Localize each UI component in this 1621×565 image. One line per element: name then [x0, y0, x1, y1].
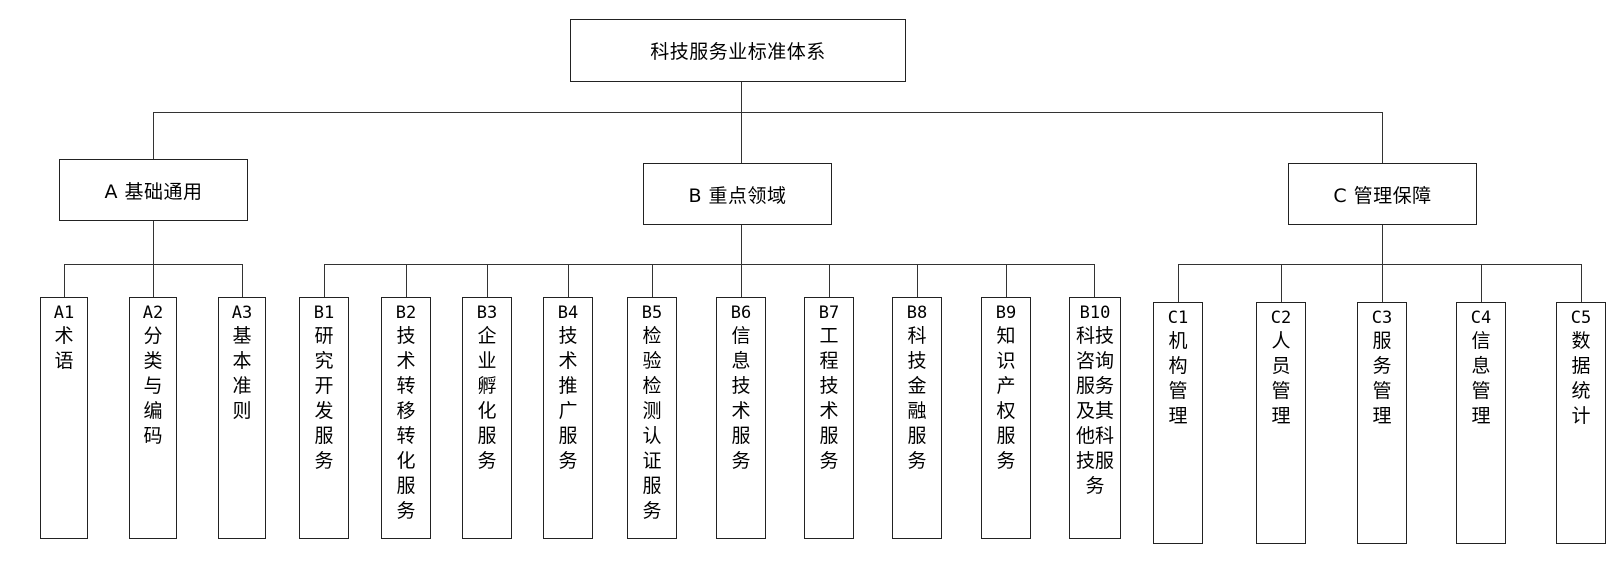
leaf-text: 工程技术服务	[819, 325, 839, 472]
leaf-node-c1: C1 机构管理	[1153, 302, 1203, 544]
leaf-text: 分类与编码	[143, 325, 163, 447]
leaf-code: C4	[1470, 308, 1492, 328]
leaf-node-c2: C2 人员管理	[1256, 302, 1306, 544]
leaf-code: B3	[476, 303, 498, 323]
leaf-node-b9: B9 知识产权服务	[981, 297, 1031, 539]
group-node-b: B 重点领域	[643, 163, 832, 225]
leaf-node-b7: B7 工程技术服务	[804, 297, 854, 539]
leaf-text: 数据统计	[1571, 330, 1591, 427]
leaf-code: C1	[1167, 308, 1189, 328]
leaf-text: 科技金融服务	[907, 325, 927, 472]
leaf-code: C2	[1270, 308, 1292, 328]
connector-line	[568, 264, 569, 297]
connector-line	[1581, 264, 1582, 302]
leaf-node-b4: B4 技术推广服务	[543, 297, 593, 539]
connector-line	[153, 112, 154, 159]
leaf-code: A1	[53, 303, 75, 323]
connector-line	[64, 264, 65, 297]
leaf-code: C5	[1570, 308, 1592, 328]
connector-line	[242, 264, 243, 297]
connector-line	[153, 112, 1383, 113]
leaf-text: 技术转移转化服务	[396, 325, 416, 522]
connector-line	[406, 264, 407, 297]
connector-line	[741, 264, 742, 297]
leaf-code: B10	[1079, 303, 1111, 323]
leaf-code: C3	[1371, 308, 1393, 328]
leaf-text: 研究开发服务	[314, 325, 334, 472]
leaf-code: B8	[906, 303, 928, 323]
leaf-text: 术语	[54, 325, 74, 372]
leaf-node-b1: B1 研究开发服务	[299, 297, 349, 539]
leaf-node-b3: B3 企业孵化服务	[462, 297, 512, 539]
leaf-text: 服务管理	[1372, 330, 1392, 427]
leaf-node-c4: C4 信息管理	[1456, 302, 1506, 544]
connector-line	[741, 225, 742, 264]
connector-line	[1481, 264, 1482, 302]
leaf-code: B9	[995, 303, 1017, 323]
leaf-code: B6	[730, 303, 752, 323]
connector-line	[1281, 264, 1282, 302]
leaf-code: A2	[142, 303, 164, 323]
leaf-text: 知识产权服务	[996, 325, 1016, 472]
leaf-text: 科技咨询服务及其他科技服务	[1075, 325, 1114, 497]
connector-line	[829, 264, 830, 297]
root-node: 科技服务业标准体系	[570, 19, 906, 82]
group-label: B 重点领域	[688, 184, 787, 207]
leaf-text: 技术推广服务	[558, 325, 578, 472]
leaf-code: B4	[557, 303, 579, 323]
connector-line	[1178, 264, 1582, 265]
connector-line	[324, 264, 325, 297]
leaf-text: 信息技术服务	[731, 325, 751, 472]
leaf-code: B2	[395, 303, 417, 323]
leaf-code: B1	[313, 303, 335, 323]
leaf-text: 机构管理	[1168, 330, 1188, 427]
group-node-c: C 管理保障	[1288, 163, 1477, 225]
leaf-node-c5: C5 数据统计	[1556, 302, 1606, 544]
leaf-text: 企业孵化服务	[477, 325, 497, 472]
leaf-node-b10: B10 科技咨询服务及其他科技服务	[1069, 297, 1121, 539]
connector-line	[1006, 264, 1007, 297]
leaf-text: 信息管理	[1471, 330, 1491, 427]
leaf-code: B7	[818, 303, 840, 323]
connector-line	[1382, 264, 1383, 302]
leaf-code: B5	[641, 303, 663, 323]
connector-line	[324, 264, 1095, 265]
leaf-text: 人员管理	[1271, 330, 1291, 427]
connector-line	[1382, 225, 1383, 264]
connector-line	[652, 264, 653, 297]
leaf-text: 基本准则	[232, 325, 252, 422]
connector-line	[1178, 264, 1179, 302]
connector-line	[741, 82, 742, 112]
root-label: 科技服务业标准体系	[650, 41, 826, 63]
leaf-node-b2: B2 技术转移转化服务	[381, 297, 431, 539]
connector-line	[917, 264, 918, 297]
leaf-node-a1: A1 术语	[40, 297, 88, 539]
leaf-node-a2: A2 分类与编码	[129, 297, 177, 539]
group-label: A 基础通用	[104, 180, 203, 203]
leaf-code: A3	[231, 303, 253, 323]
leaf-text: 检验检测认证服务	[642, 325, 662, 522]
group-label: C 管理保障	[1333, 184, 1432, 207]
leaf-node-a3: A3 基本准则	[218, 297, 266, 539]
leaf-node-b6: B6 信息技术服务	[716, 297, 766, 539]
connector-line	[487, 264, 488, 297]
leaf-node-c3: C3 服务管理	[1357, 302, 1407, 544]
connector-line	[1094, 264, 1095, 297]
connector-line	[153, 264, 154, 297]
connector-line	[741, 112, 742, 163]
connector-line	[153, 221, 154, 264]
connector-line	[1382, 112, 1383, 163]
leaf-node-b5: B5 检验检测认证服务	[627, 297, 677, 539]
leaf-node-b8: B8 科技金融服务	[892, 297, 942, 539]
group-node-a: A 基础通用	[59, 159, 248, 221]
